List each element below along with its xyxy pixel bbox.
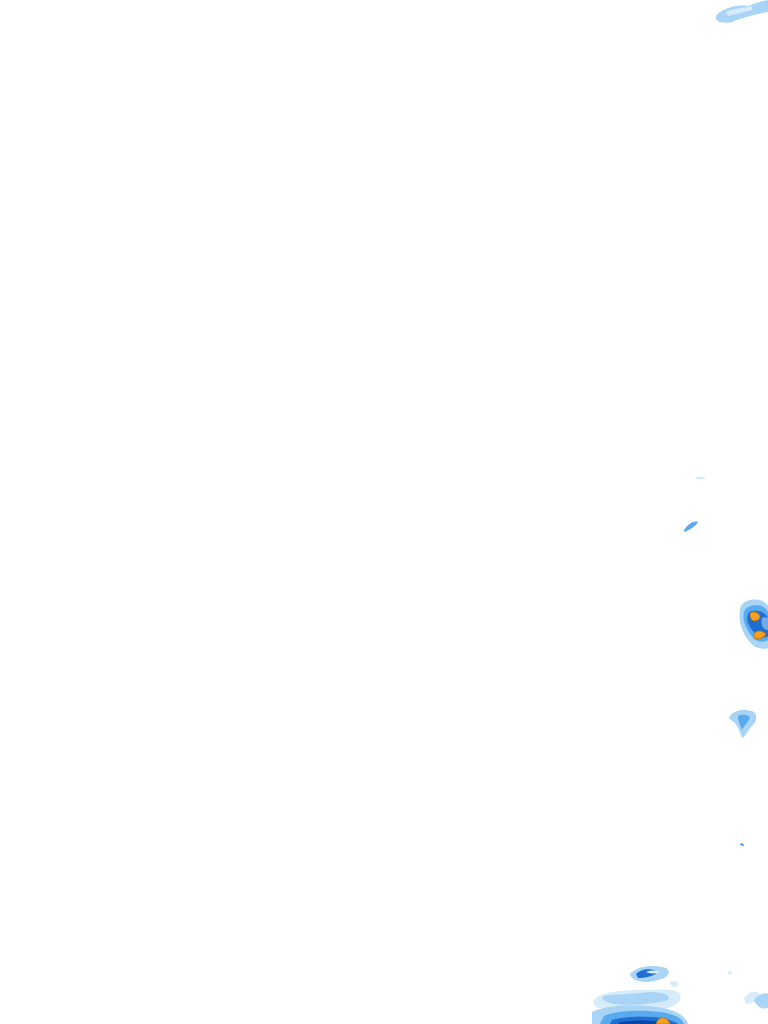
echo-specks-mid bbox=[684, 476, 706, 532]
echo-speck-lower bbox=[740, 843, 744, 846]
echo-cell-intense bbox=[739, 599, 768, 649]
echo-top-right bbox=[715, 0, 768, 23]
echo-bottom-cluster bbox=[592, 966, 768, 1024]
echo-cell-funnel bbox=[729, 709, 757, 738]
